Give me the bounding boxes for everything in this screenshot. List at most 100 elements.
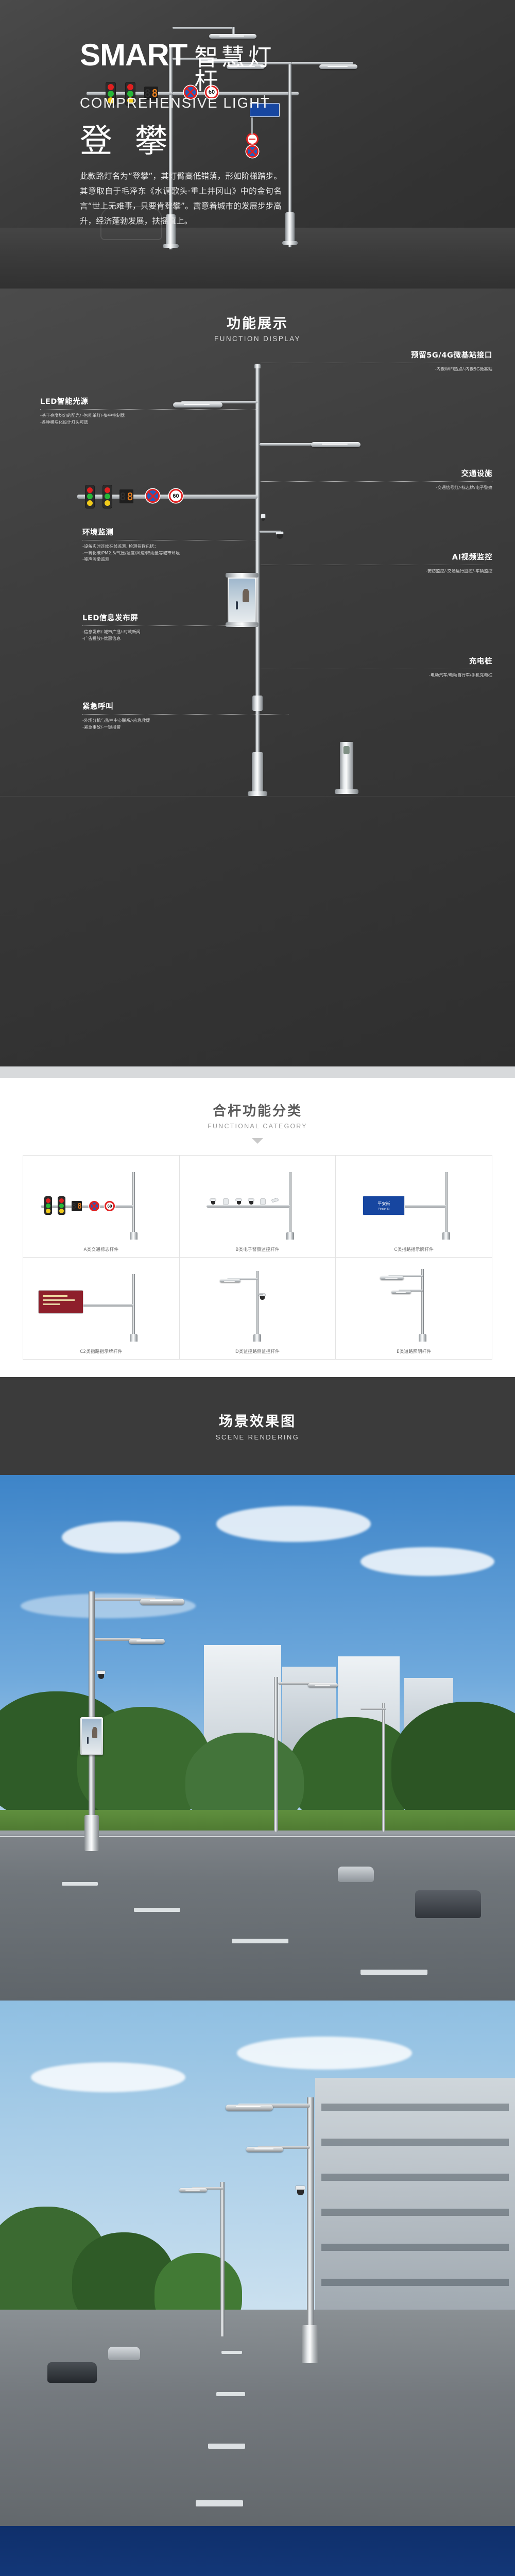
scene2-midpole-lamp: [179, 2188, 207, 2192]
category-illustration: 平安街 Pingan St: [336, 1156, 492, 1240]
function-display-heading: 功能展示 FUNCTION DISPLAY: [0, 289, 515, 343]
category-cell[interactable]: D类监控路侧监控杆件: [179, 1258, 336, 1360]
cell-camera-icon: [235, 1199, 243, 1206]
lamp-head-secondary-left: [227, 64, 265, 69]
lane-marking: [208, 2444, 245, 2449]
cell-arm-top: [388, 1275, 424, 1277]
callout-desc-ai-video: -安防监控/-交通运行监控/-车辆监控: [425, 568, 492, 573]
category-top-band: [0, 1066, 515, 1078]
callout-line-emergency-call: [82, 714, 288, 715]
chevron-down-icon: [252, 1138, 263, 1144]
pole-mast: [169, 44, 173, 249]
hero-section: SMART 智慧灯杆 COMPREHENSIVE LIGHT 登 攀 此款路灯名…: [0, 0, 515, 289]
cell-pole-base: [130, 1334, 138, 1342]
func-arm-second: [260, 443, 327, 446]
cell-camera-icon: [260, 1199, 266, 1206]
lane-marking: [232, 1939, 288, 1943]
callout-title-led-screen: LED信息发布屏: [82, 614, 139, 622]
surveillance-camera-icon: [275, 532, 284, 540]
cell-pole-base: [442, 1232, 451, 1240]
category-cell[interactable]: C2类指路指示牌杆件: [23, 1258, 180, 1360]
secondary-pole-arm-left: [232, 62, 291, 64]
scene2-pole-arm-top: [238, 2104, 310, 2108]
cell-no-stopping-sign: [89, 1201, 99, 1211]
callout-line-led-screen: [82, 625, 256, 626]
category-title-en: FUNCTIONAL CATEGORY: [208, 1123, 307, 1130]
cell-banner-sign: [39, 1291, 83, 1313]
func-pole-base-cabinet: [252, 752, 263, 794]
func-lamp-head-top: [173, 402, 222, 408]
brand-name-cn: 智慧灯杆: [194, 43, 275, 95]
callout-desc-emergency-call: -外场分机与监控中心联系/-应急救援 -紧急事故/-一键报警: [82, 718, 150, 730]
scene2-pole-arm-second: [258, 2146, 310, 2149]
scene2-smart-pole: [307, 2097, 314, 2360]
cell-street-name-sign: 平安街 Pingan St: [363, 1196, 405, 1215]
cell-arm-second: [399, 1290, 424, 1292]
scene1-farpole-arm: [360, 1708, 386, 1710]
lamp-head-mid: [199, 59, 238, 63]
secondary-pole-base: [285, 212, 295, 242]
function-display-section: 功能展示 FUNCTION DISPLAY: [0, 289, 515, 1066]
func-traffic-light-1: [85, 485, 94, 508]
scene1-farpole: [382, 1703, 385, 1832]
led-info-display-panel: [228, 577, 256, 623]
scene1-banner-panel: [80, 1717, 103, 1755]
car: [338, 1867, 374, 1882]
category-cell[interactable]: B类电子警察监控杆件: [179, 1156, 336, 1258]
cell-pole: [132, 1172, 135, 1240]
scene1-lamp-head-second: [129, 1639, 165, 1644]
hero-ground-plane: [0, 228, 515, 289]
scene2-lamp-head-top: [226, 2105, 273, 2111]
func-arm-top: [181, 401, 258, 403]
lane-marking: [221, 2351, 242, 2354]
callout-title-5g: 预留5G/4G微基站接口: [411, 351, 492, 360]
callout-desc-traffic: -交通信号灯/-标志牌/电子警察: [436, 485, 492, 490]
cell-lamp-head-top: [380, 1276, 404, 1280]
category-cell[interactable]: 平安街 Pingan St C类指路指示牌杆件: [336, 1156, 492, 1258]
lane-marking: [134, 1908, 180, 1912]
photo2-road: [0, 2310, 515, 2526]
scene1-pole-base: [84, 1815, 99, 1851]
category-title-cn: 合杆功能分类: [212, 1104, 302, 1119]
category-illustration: [336, 1258, 492, 1342]
category-caption: B类电子警察监控杆件: [235, 1247, 280, 1252]
scene1-midpole-lamp: [308, 1683, 338, 1687]
cell-crossbar: [206, 1205, 290, 1208]
cell-pole: [255, 1271, 259, 1342]
scene-title-en: SCENE RENDERING: [215, 1433, 300, 1441]
functional-category-section: 合杆功能分类 FUNCTIONAL CATEGORY: [0, 1066, 515, 1377]
brand-tagline: COMPREHENSIVE LIGHT: [80, 95, 270, 111]
scene1-pole-arm-top: [95, 1598, 156, 1601]
cell-speed-limit-sign: 60: [105, 1201, 115, 1211]
cloud: [360, 1547, 494, 1576]
brand-name-en: SMART: [80, 38, 187, 72]
road-fence: [0, 1836, 515, 1837]
guide-sign-stem: [264, 95, 265, 104]
scene1-midpole-arm: [278, 1682, 319, 1685]
callout-desc-5g: -内嵌WIFI热点/-内嵌5G微基站: [435, 366, 492, 371]
scene1-pole-arm-second: [95, 1638, 141, 1641]
func-pole-mast: [255, 367, 260, 794]
callout-title-emergency-call: 紧急呼叫: [82, 703, 114, 711]
cell-traffic-light-2: [58, 1197, 65, 1214]
cell-traffic-light-1: [45, 1197, 52, 1214]
category-cell[interactable]: E类道路照明杆件: [336, 1258, 492, 1360]
category-caption: C2类指路指示牌杆件: [80, 1349, 123, 1354]
ghost-car-outline: [100, 206, 162, 240]
cell-lamp-head: [219, 1279, 241, 1282]
cell-camera-icon: [223, 1199, 229, 1206]
category-caption: E类道路照明杆件: [397, 1349, 432, 1354]
scene1-lamp-head-top: [140, 1599, 184, 1605]
lane-marking: [196, 2500, 243, 2506]
speed-limit-sign: 60: [205, 86, 218, 99]
category-illustration: [180, 1258, 336, 1342]
photo3-sky: [0, 2526, 515, 2576]
scene-rendering-heading: 场景效果图 SCENE RENDERING: [0, 1377, 515, 1475]
cell-camera-icon: [210, 1199, 217, 1206]
cloud: [31, 2062, 185, 2092]
cell-camera-bracket: [258, 1294, 263, 1295]
func-camera-arm: [260, 531, 281, 533]
building-window-band: [321, 2104, 509, 2111]
